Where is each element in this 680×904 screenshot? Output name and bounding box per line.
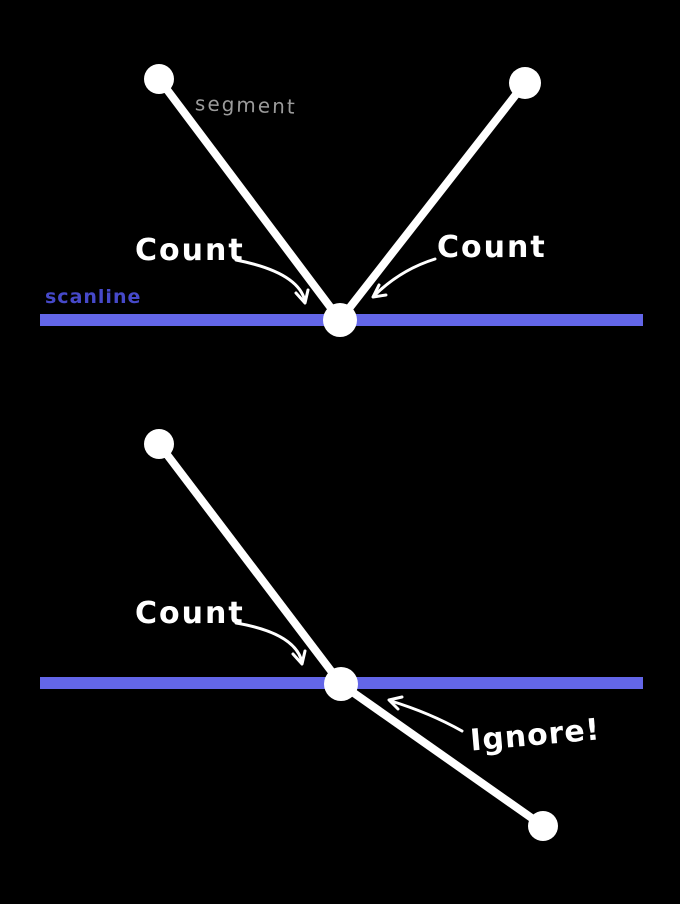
count-label-top-left: Count: [135, 233, 245, 268]
segment-top-right: [336, 80, 529, 323]
vertex-on-scanline-bottom: [324, 667, 358, 701]
count-label-top-right: Count: [437, 230, 547, 265]
count-right-arrow: [372, 257, 437, 298]
endpoint-bottom-end: [528, 811, 558, 841]
segment-bottom-lower: [338, 680, 546, 830]
count-right-arrowhead-icon: [371, 283, 388, 299]
ignore-arrowhead-icon: [387, 695, 404, 711]
count-bottom-arrow: [234, 621, 304, 664]
count-label-bottom: Count: [135, 596, 245, 631]
segment-label: segment: [194, 91, 298, 119]
endpoint-bottom-start: [144, 429, 174, 459]
count-left-arrowhead-icon: [294, 288, 310, 305]
endpoint-top-left: [144, 64, 174, 94]
segment-bottom-upper: [155, 441, 345, 687]
vertex-on-scanline-top: [323, 303, 357, 337]
scanline-label: scanline: [45, 286, 142, 308]
count-left-arrow: [234, 258, 307, 303]
endpoint-top-right: [509, 67, 541, 99]
segment-top-left: [155, 76, 344, 323]
ignore-arrow: [389, 699, 464, 733]
count-bottom-arrowhead-icon: [291, 649, 307, 666]
